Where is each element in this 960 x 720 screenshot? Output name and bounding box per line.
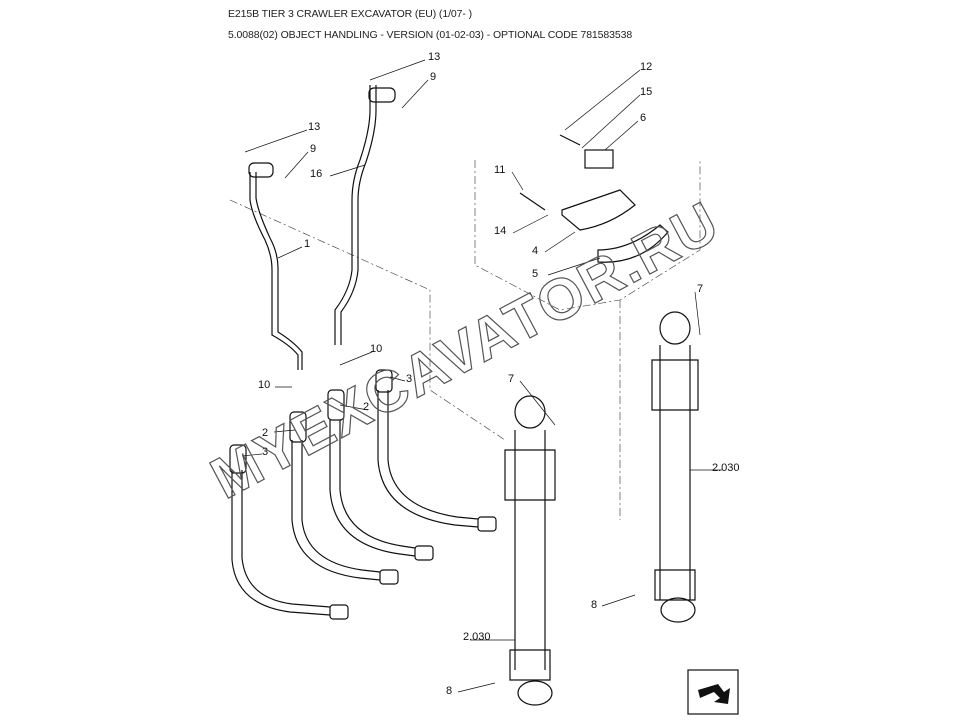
callout-3: 3 — [406, 373, 412, 385]
cylinder-right — [651, 311, 699, 623]
callout-10: 10 — [258, 379, 270, 391]
next-page-arrow-icon[interactable] — [687, 669, 739, 715]
callout-10: 10 — [370, 343, 382, 355]
callout-2: 2 — [262, 427, 268, 439]
callout-2-030: 2.030 — [712, 462, 740, 474]
callout-9: 9 — [310, 143, 316, 155]
diagram-subtitle: 5.0088(02) OBJECT HANDLING - VERSION (01… — [228, 29, 633, 41]
callout-13: 13 — [308, 121, 320, 133]
callout-7: 7 — [508, 373, 514, 385]
callout-6: 6 — [640, 112, 646, 124]
callout-7: 7 — [697, 283, 703, 295]
pipe-16 — [334, 85, 396, 345]
callout-5: 5 — [532, 268, 538, 280]
callout-13: 13 — [428, 51, 440, 63]
dashed-outlines — [229, 160, 701, 520]
callout-12: 12 — [640, 61, 652, 73]
cylinder-left — [504, 395, 556, 706]
callout-15: 15 — [640, 86, 652, 98]
pipe-1 — [248, 162, 303, 370]
watermark: MYEXCAVATOR.RU — [201, 189, 730, 512]
callout-8: 8 — [591, 599, 597, 611]
callout-labels: 13 9 13 9 16 1 12 15 6 11 14 4 5 7 10 10… — [258, 51, 740, 697]
clamp-parts — [519, 134, 669, 263]
hoses — [229, 369, 497, 620]
callout-2: 2 — [363, 401, 369, 413]
callout-8: 8 — [446, 685, 452, 697]
leader-lines — [241, 59, 722, 693]
callout-16: 16 — [310, 168, 322, 180]
callout-4: 4 — [532, 245, 538, 257]
callout-11: 11 — [494, 164, 505, 176]
diagram-title: E215B TIER 3 CRAWLER EXCAVATOR (EU) (1/0… — [228, 8, 472, 20]
callout-9: 9 — [430, 71, 436, 83]
callout-3: 3 — [262, 446, 268, 458]
callout-1: 1 — [304, 238, 310, 250]
callout-2-030: 2.030 — [463, 631, 491, 643]
callout-14: 14 — [494, 225, 506, 237]
